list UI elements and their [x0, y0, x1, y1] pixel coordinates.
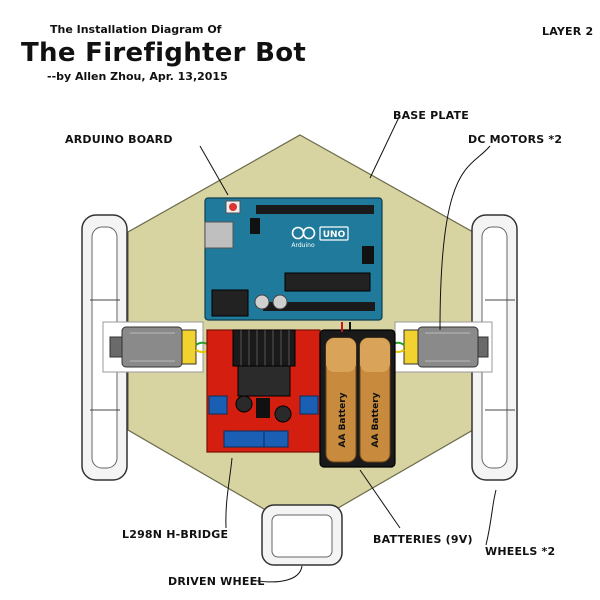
diagram-byline: --by Allen Zhou, Apr. 13,2015 [47, 70, 228, 83]
diagram-title: The Firefighter Bot [21, 38, 307, 68]
layer-label: LAYER 2 [542, 25, 594, 38]
arduino-uno-board: UNO Arduino [204, 197, 383, 321]
battery-label-1: AA Battery [338, 392, 348, 447]
leader-dc-motors [439, 145, 491, 331]
leader-driven-wheel [251, 565, 303, 583]
left-dc-motor [109, 326, 221, 368]
battery-holder: AA Battery AA Battery [319, 322, 396, 468]
battery-label-2: AA Battery [371, 392, 381, 447]
label-l298n-h-bridge: L298N H-BRIDGE [122, 528, 229, 541]
uno-label: UNO [323, 230, 346, 240]
right-dc-motor [381, 326, 489, 368]
arduino-label: Arduino [291, 242, 315, 249]
leader-wheels [485, 489, 497, 546]
label-driven-wheel: DRIVEN WHEEL [168, 575, 265, 588]
driven-wheel [261, 504, 343, 566]
label-batteries: BATTERIES (9V) [373, 533, 473, 546]
label-base-plate: BASE PLATE [393, 109, 469, 122]
label-dc-motors: DC MOTORS *2 [468, 133, 563, 146]
leader-arduino-board [199, 145, 229, 196]
diagram-subtitle: The Installation Diagram Of [50, 23, 222, 36]
l298n-h-bridge [206, 329, 321, 453]
leader-base-plate [369, 114, 401, 179]
label-arduino-board: ARDUINO BOARD [65, 133, 173, 146]
leader-l298n [225, 457, 233, 529]
label-wheels: WHEELS *2 [485, 545, 556, 558]
leader-batteries [359, 469, 401, 529]
